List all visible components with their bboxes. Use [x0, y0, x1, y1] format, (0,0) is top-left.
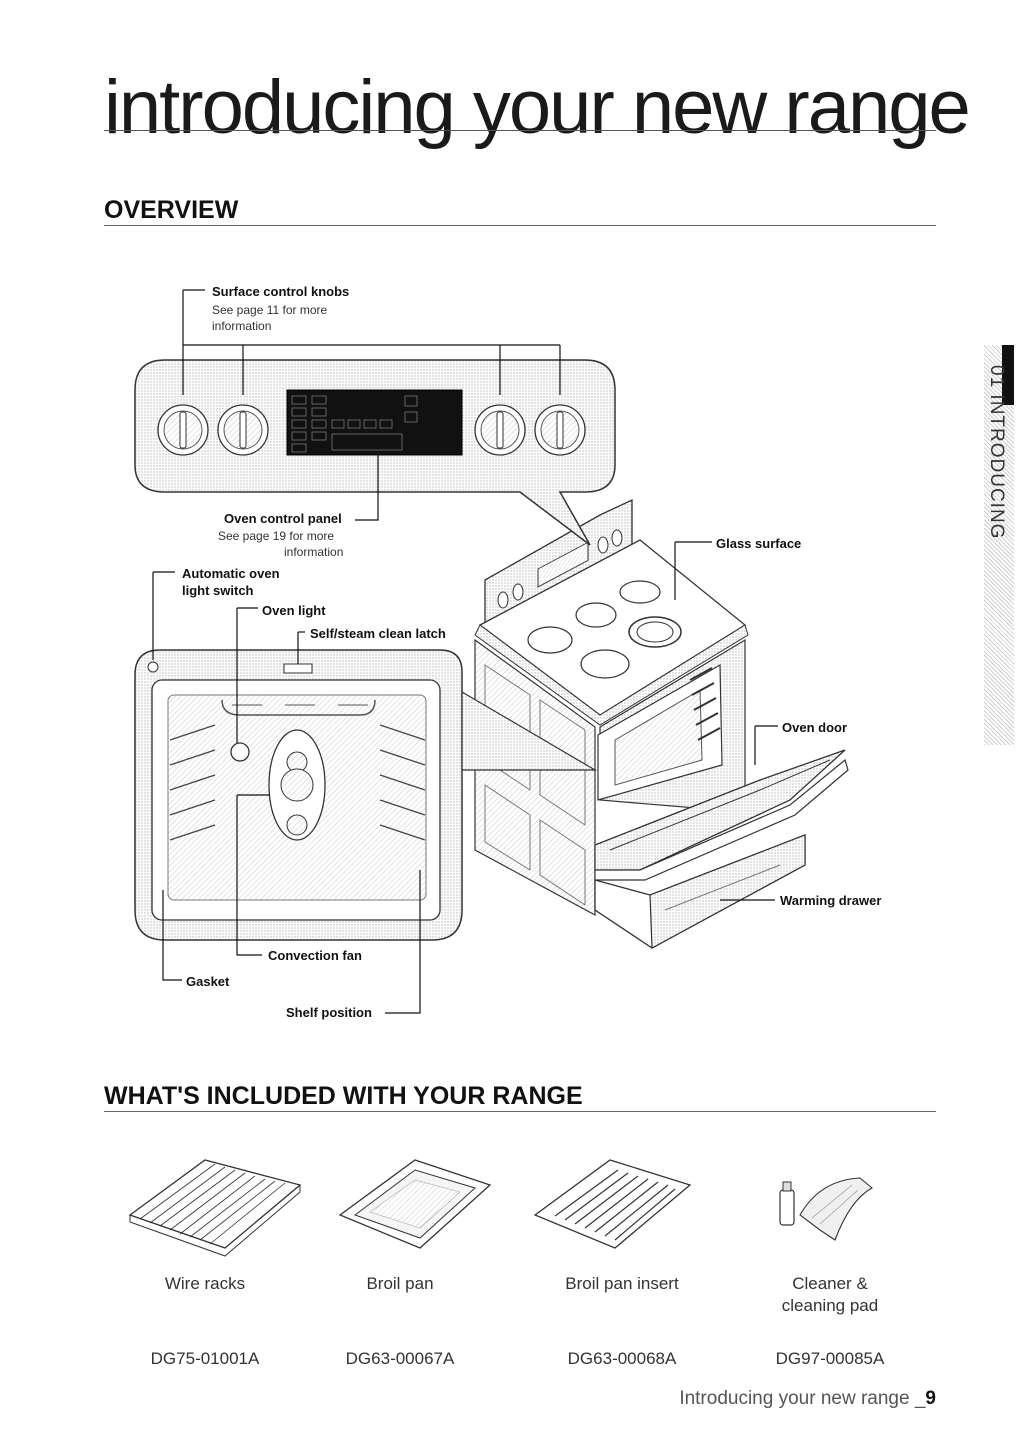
callout-shelf-position: Shelf position [286, 1005, 372, 1021]
cleaner-icon [780, 1178, 872, 1240]
callout-warming-drawer: Warming drawer [780, 893, 881, 909]
callout-oven-control-panel: Oven control panel [224, 511, 342, 527]
callout-oven-panel-ref: See page 19 for more [218, 528, 334, 544]
item-code-broil-pan-insert: DG63-00068A [522, 1349, 722, 1369]
callout-surface-control-knobs: Surface control knobs [212, 284, 349, 300]
item-name-broil-pan-insert: Broil pan insert [522, 1273, 722, 1295]
callout-glass-surface: Glass surface [716, 536, 801, 552]
callout-automatic-oven-light-switch: Automatic oven [182, 566, 280, 582]
callout-oven-light: Oven light [262, 603, 326, 619]
callout-self-steam-clean-latch: Self/steam clean latch [310, 626, 446, 642]
broil-pan-insert-icon [535, 1160, 690, 1248]
callout-gasket: Gasket [186, 974, 229, 990]
item-name-cleaner: Cleaner & [730, 1273, 930, 1295]
item-code-broil-pan: DG63-00067A [300, 1349, 500, 1369]
item-code-wire-racks: DG75-01001A [105, 1349, 305, 1369]
item-code-cleaner: DG97-00085A [730, 1349, 930, 1369]
item-name-cleaner-2: cleaning pad [730, 1295, 930, 1317]
page-footer: Introducing your new range _9 [679, 1388, 936, 1410]
callout-oven-door: Oven door [782, 720, 847, 736]
included-heading: WHAT'S INCLUDED WITH YOUR RANGE [104, 1082, 583, 1111]
callout-oven-panel-ref-2: information [284, 544, 343, 560]
item-name-broil-pan: Broil pan [300, 1273, 500, 1295]
control-panel-bubble [135, 360, 615, 545]
callout-automatic-oven-light-switch-2: light switch [182, 583, 254, 599]
item-name-wire-racks: Wire racks [105, 1273, 305, 1295]
included-items-illustrations [100, 1140, 940, 1260]
callout-surface-knobs-ref-2: information [212, 318, 271, 334]
page-number: 9 [925, 1388, 936, 1409]
included-rule [104, 1111, 936, 1112]
callout-convection-fan: Convection fan [268, 948, 362, 964]
wire-rack-icon [130, 1160, 300, 1256]
callout-surface-knobs-ref: See page 11 for more [212, 302, 327, 318]
footer-text: Introducing your new range _ [679, 1388, 925, 1409]
oven-control-display [287, 390, 462, 455]
broil-pan-icon [340, 1160, 490, 1248]
